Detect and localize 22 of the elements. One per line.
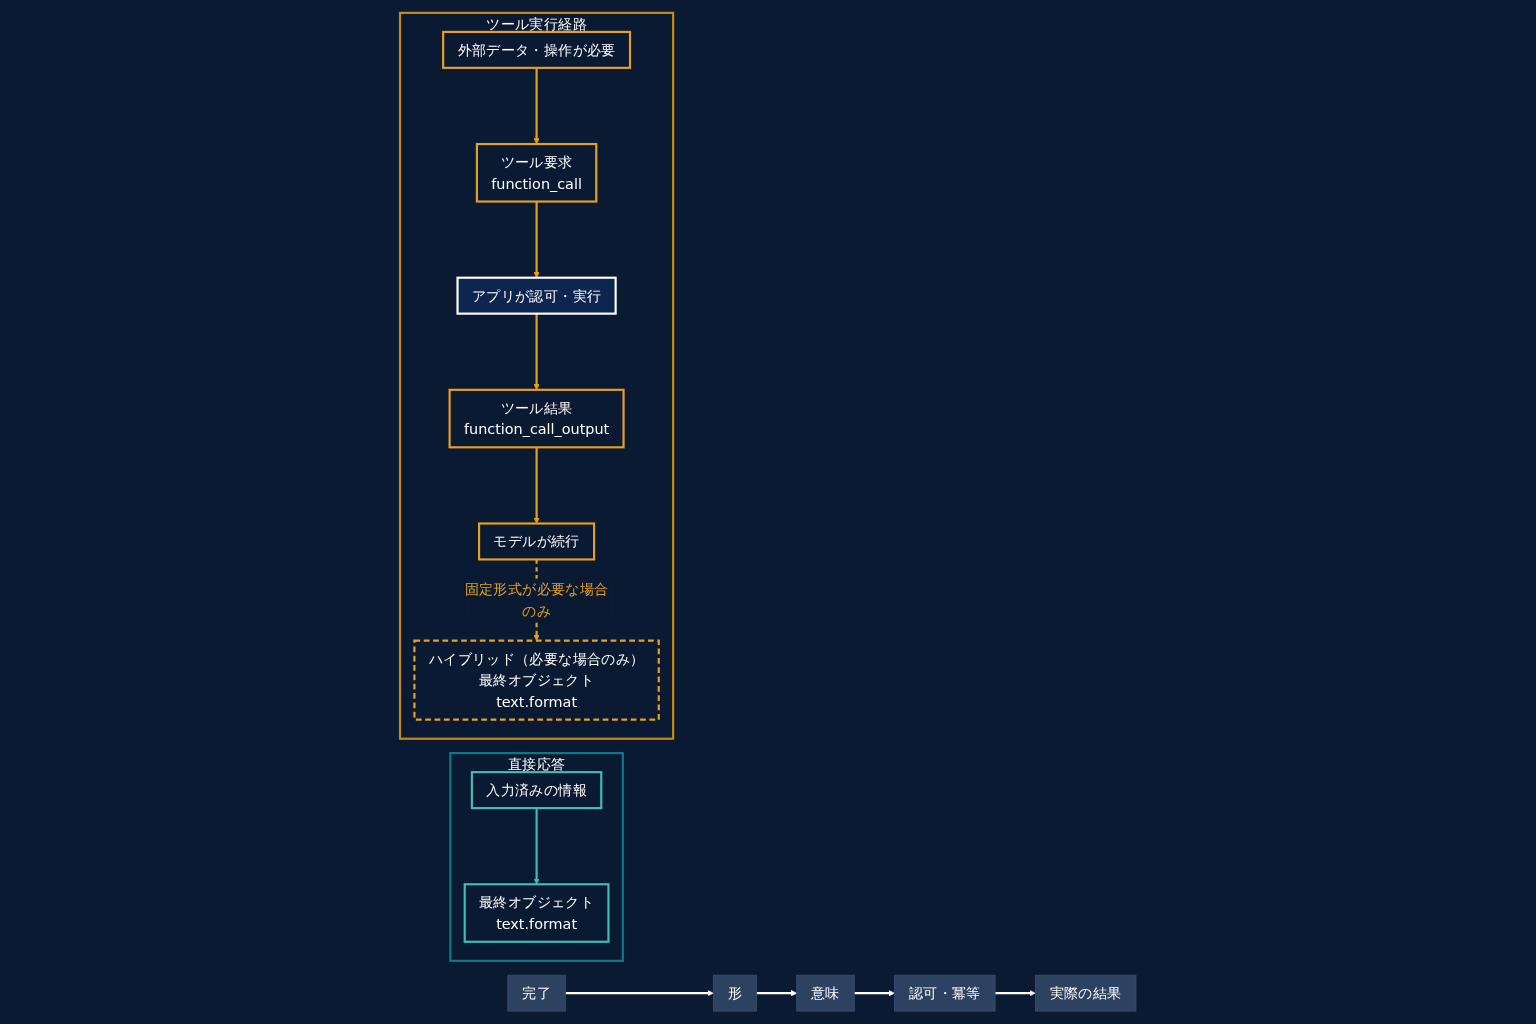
arrow <box>533 808 540 885</box>
node-box: モデルが続行 <box>478 522 596 561</box>
node-box: ハイブリッド（必要な場合のみ） 最終オブジェクト text.format <box>413 639 660 721</box>
node-box: 入力済みの情報 <box>470 771 603 810</box>
node-box: ツール要求 function_call <box>475 142 598 203</box>
arrow <box>854 990 895 997</box>
node-box: 認可・冪等 <box>894 974 996 1012</box>
arrow <box>533 201 540 278</box>
node-box: 最終オブジェクト text.format <box>463 883 610 943</box>
arrow <box>756 990 798 997</box>
node-box: ツール結果 function_call_output <box>448 388 625 449</box>
arrow <box>533 67 540 145</box>
node-box: 意味 <box>796 974 855 1012</box>
node-box: 形 <box>713 974 757 1012</box>
arrow <box>565 990 714 997</box>
arrow <box>995 990 1036 997</box>
edge-label: 固定形式が必要な場合のみ <box>464 580 609 620</box>
node-box: 外部データ・操作が必要 <box>442 30 632 69</box>
node-box: 完了 <box>507 974 566 1012</box>
node-box: アプリが認可・実行 <box>456 276 617 315</box>
arrow <box>533 447 540 524</box>
node-box: 実際の結果 <box>1035 974 1137 1012</box>
